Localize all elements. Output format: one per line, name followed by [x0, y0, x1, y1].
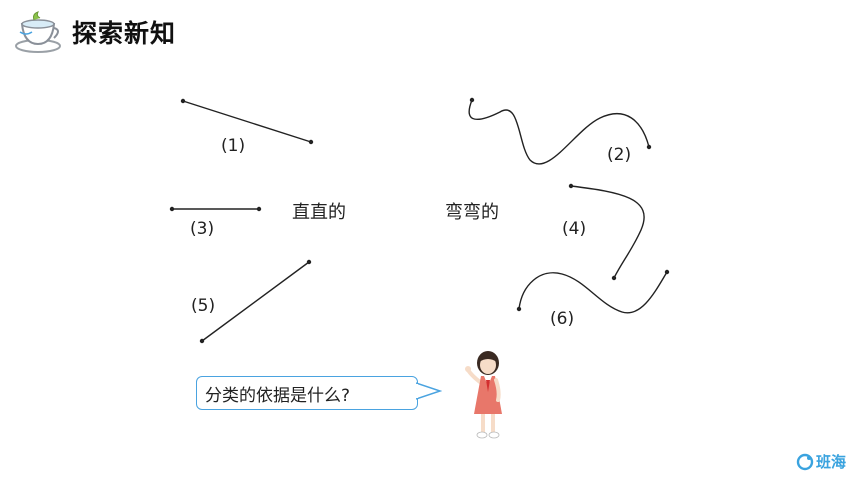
brand-name: 班海	[815, 453, 846, 471]
curve-6	[516, 269, 670, 314]
speech-text: 分类的依据是什么?	[205, 385, 351, 406]
speech-bubble: 分类的依据是什么?	[196, 376, 418, 410]
label-5: (5)	[191, 296, 216, 316]
title-bar: 探索新知	[14, 10, 176, 54]
category-straight: 直直的	[292, 202, 346, 223]
brand-circle-icon	[796, 453, 814, 470]
label-6: (6)	[550, 309, 575, 329]
brand-logo: 班海	[796, 451, 846, 472]
curve-4	[568, 183, 645, 281]
girl-illustration	[465, 351, 502, 439]
speech-bubble-tail	[416, 382, 442, 400]
label-2: (2)	[607, 145, 632, 165]
category-curved: 弯弯的	[445, 202, 499, 223]
page-title: 探索新知	[72, 19, 177, 48]
curve-2	[468, 97, 652, 165]
line-3	[169, 206, 262, 212]
label-3: (3)	[190, 219, 215, 239]
label-1: (1)	[221, 136, 246, 156]
label-4: (4)	[562, 219, 587, 239]
line-5	[199, 259, 312, 344]
line-1	[180, 98, 314, 145]
teacup-icon	[15, 11, 61, 53]
